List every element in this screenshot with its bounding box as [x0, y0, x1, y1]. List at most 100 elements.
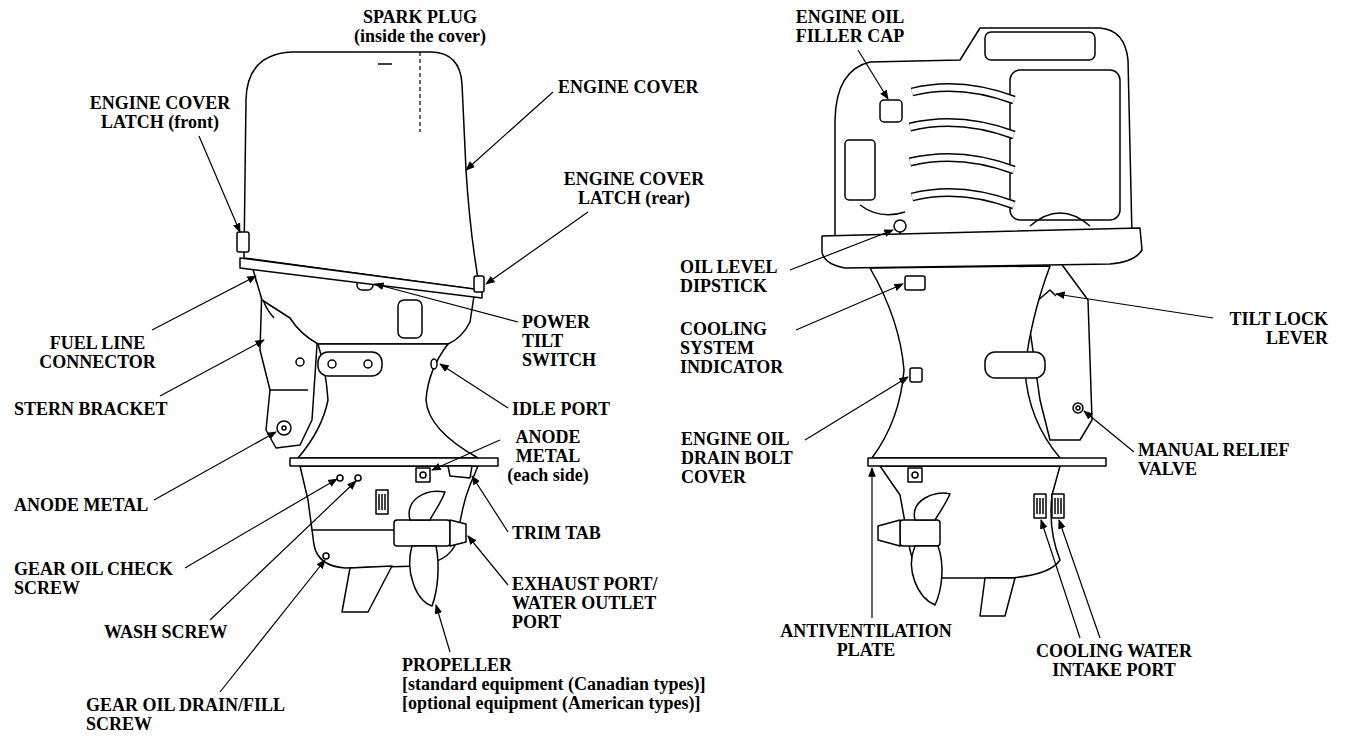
runner-outline: [910, 123, 1014, 136]
leader-line: [440, 364, 508, 408]
label-holder: ENGINE OIL DRAIN BOLT COVER: [681, 430, 801, 487]
skeg: [980, 578, 1015, 616]
propeller-cone: [878, 520, 900, 546]
part-label: COOLING SYSTEM INDICATOR: [680, 320, 792, 377]
side-view-motor: [237, 52, 498, 612]
part-label: TRIM TAB: [512, 524, 601, 543]
label-holder: WASH SCREW: [104, 623, 228, 642]
part-label: WASH SCREW: [104, 623, 228, 642]
label-holder: EXHAUST PORT/ WATER OUTLET PORT: [512, 575, 668, 632]
label-holder: STERN BRACKET: [14, 400, 168, 419]
leader-line: [466, 92, 553, 170]
rear-view-motor: [822, 28, 1142, 616]
leader-line: [790, 230, 893, 270]
lower-cover-pan: [822, 228, 1142, 268]
part-label: ANTIVENTILATION PLATE: [775, 622, 957, 660]
intake-slit: [381, 494, 383, 510]
intake-slit: [384, 494, 386, 510]
cooling-indicator: [905, 276, 925, 290]
part-label: PROPELLER [standard equipment (Canadian …: [402, 656, 712, 713]
label-holder: ENGINE COVER LATCH (front): [86, 94, 234, 132]
label-holder: OIL LEVEL DIPSTICK: [680, 258, 786, 296]
label-holder: COOLING WATER INTAKE PORT: [1029, 642, 1199, 680]
runner-fill: [910, 158, 1014, 171]
leader-line: [160, 340, 264, 396]
leader-line: [871, 468, 872, 618]
runner-outline: [912, 193, 1014, 206]
midsection: [298, 344, 478, 458]
propeller-blade: [409, 491, 445, 520]
leader-line: [468, 536, 508, 585]
part-label: STERN BRACKET: [14, 400, 168, 419]
part-label: POWER TILT SWITCH: [522, 313, 604, 370]
engine-wire: [1030, 213, 1090, 226]
check-screw: [337, 475, 343, 481]
midsection: [870, 266, 1060, 458]
part-label: SPARK PLUG (inside the cover): [350, 8, 490, 46]
label-holder: GEAR OIL DRAIN/FILL SCREW: [86, 696, 296, 734]
mount-bolt: [328, 360, 336, 368]
part-label: MANUAL RELIEF VALVE: [1138, 441, 1300, 479]
label-holder: IDLE PORT: [512, 400, 610, 419]
intake-plenum: [1010, 70, 1120, 220]
rear-latch: [474, 276, 484, 292]
idle-port: [431, 359, 437, 369]
bracket-anode: [277, 421, 291, 435]
intake-slit: [1057, 498, 1059, 514]
leader-line: [220, 560, 325, 692]
label-holder: SPARK PLUG (inside the cover): [350, 8, 490, 46]
part-label: ENGINE COVER: [558, 78, 699, 97]
mount-bolt: [364, 360, 372, 368]
torpedo-line: [312, 529, 400, 531]
exhaust-cone: [450, 520, 466, 546]
gearcase: [300, 466, 478, 568]
leader-line: [1041, 520, 1080, 638]
cover-rim: [240, 258, 482, 298]
leader-line: [199, 136, 240, 232]
drain-bolt-cover: [910, 368, 922, 382]
cam-cover: [985, 32, 1095, 60]
leader-line: [1056, 294, 1213, 318]
bracket-edge: [270, 389, 308, 391]
leader-line: [375, 284, 518, 322]
intake-runners: [860, 88, 1090, 227]
part-label: FUEL LINE CONNECTOR: [35, 334, 160, 372]
intake-slit: [1039, 498, 1041, 514]
propeller-hub: [394, 520, 450, 546]
relief-valve: [1073, 403, 1083, 413]
label-holder: FUEL LINE CONNECTOR: [35, 334, 160, 372]
label-holder: ENGINE COVER: [558, 78, 699, 97]
engine-cover: [244, 52, 480, 290]
leader-line: [472, 476, 508, 532]
label-holder: PROPELLER [standard equipment (Canadian …: [402, 656, 712, 713]
label-holder: GEAR OIL CHECK SCREW: [14, 560, 182, 598]
leader-line: [436, 605, 450, 652]
propeller-blade: [912, 546, 942, 605]
label-holder: COOLING SYSTEM INDICATOR: [680, 320, 792, 377]
leader-line: [805, 377, 908, 440]
part-label: ENGINE OIL FILLER CAP: [792, 8, 908, 46]
vent: [398, 300, 422, 338]
propeller-blade: [410, 546, 438, 606]
part-label: ANODE METAL (each side): [503, 428, 593, 485]
dashed-leader: [419, 52, 420, 132]
label-holder: ANODE METAL: [14, 496, 148, 515]
part-label: TILT LOCK LEVER: [1218, 310, 1328, 348]
part-label: COOLING WATER INTAKE PORT: [1029, 642, 1199, 680]
label-holder: TILT LOCK LEVER: [1218, 310, 1328, 348]
label-holder: ANTIVENTILATION PLATE: [775, 622, 957, 660]
leader-line: [1059, 520, 1100, 638]
steering-mount: [985, 352, 1045, 378]
front-latch: [237, 232, 249, 252]
part-label: IDLE PORT: [512, 400, 610, 419]
engine-block: [835, 28, 1132, 236]
runner-fill: [912, 88, 1014, 101]
leader-line: [486, 212, 588, 284]
part-label: EXHAUST PORT/ WATER OUTLET PORT: [512, 575, 668, 632]
runner-outline: [910, 158, 1014, 171]
leader-line: [432, 440, 500, 470]
antiventilation-plate: [290, 458, 498, 466]
runner-fill: [910, 123, 1014, 136]
relief-valve-center: [1076, 406, 1080, 410]
